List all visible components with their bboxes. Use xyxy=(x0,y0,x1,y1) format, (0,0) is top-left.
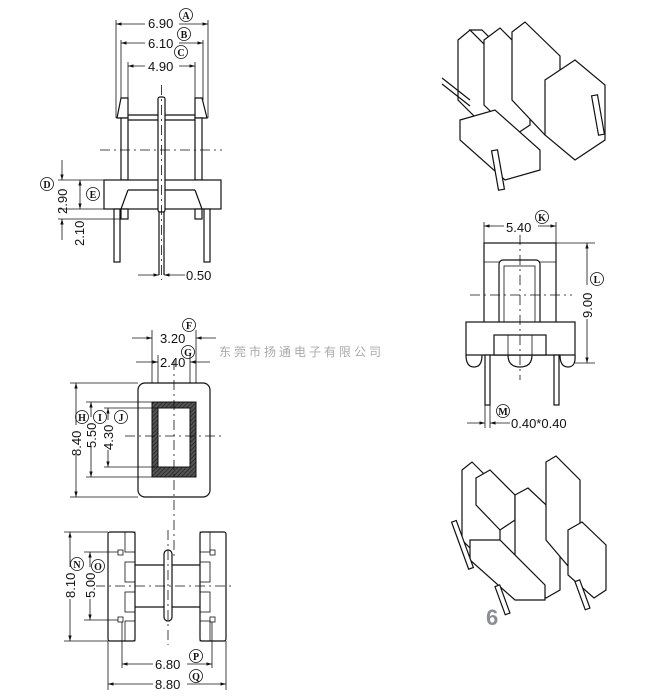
callout-f: F xyxy=(182,318,196,332)
callout-m: M xyxy=(496,404,510,418)
callout-b: B xyxy=(177,27,191,41)
callout-e: E xyxy=(86,187,100,201)
svg-text:A: A xyxy=(182,11,190,22)
dim-c-value: 4.90 xyxy=(148,59,173,74)
svg-text:N: N xyxy=(73,560,81,571)
svg-text:B: B xyxy=(181,30,188,41)
dim-j-value: 4.30 xyxy=(101,425,116,450)
dim-k-value: 5.40 xyxy=(506,220,531,235)
isometric-view-top xyxy=(441,21,606,191)
bottom-view: 8.10 5.00 N O 6.80 8.80 P Q xyxy=(63,530,235,692)
callout-i: I xyxy=(93,410,107,424)
pin-right xyxy=(203,208,211,263)
svg-text:F: F xyxy=(186,321,192,332)
callout-l: L xyxy=(590,272,604,286)
dim-d-value: 2.90 xyxy=(55,189,70,214)
dim-f-value: 3.20 xyxy=(160,331,185,346)
dim-q-value: 8.80 xyxy=(155,677,180,692)
svg-text:G: G xyxy=(184,348,192,359)
watermark-company-text: 东莞市扬通电子有限公司 xyxy=(219,344,384,359)
callout-c: C xyxy=(174,45,188,59)
dim-n-value: 8.10 xyxy=(63,573,78,598)
section-view: 3.20 2.40 F G 8.40 5.50 4.30 H I J xyxy=(69,318,222,560)
svg-text:H: H xyxy=(78,413,86,424)
dim-h-value: 8.40 xyxy=(69,431,84,456)
dim-g-value: 2.40 xyxy=(160,355,185,370)
svg-text:E: E xyxy=(90,190,97,201)
dim-a-value: 6.90 xyxy=(148,16,173,31)
svg-text:L: L xyxy=(594,275,601,286)
svg-text:O: O xyxy=(94,562,102,573)
svg-text:M: M xyxy=(498,407,508,418)
callout-h: H xyxy=(75,410,89,424)
callout-q: Q xyxy=(189,669,203,683)
svg-text:Q: Q xyxy=(192,672,200,683)
dim-b-value: 6.10 xyxy=(148,36,173,51)
callout-n: N xyxy=(70,557,84,571)
callout-a: A xyxy=(179,8,193,22)
callout-d: D xyxy=(40,177,54,191)
svg-text:P: P xyxy=(193,652,199,663)
isometric-view-bottom xyxy=(450,455,607,616)
callout-j: J xyxy=(114,410,128,424)
page-number: 6 xyxy=(486,605,498,630)
svg-text:K: K xyxy=(538,213,546,224)
dim-i-value: 5.50 xyxy=(84,423,99,448)
callout-p: P xyxy=(189,649,203,663)
svg-text:C: C xyxy=(177,48,184,59)
svg-text:I: I xyxy=(98,413,102,424)
dim-l-value: 9.00 xyxy=(580,293,595,318)
callout-o: O xyxy=(91,559,105,573)
dim-e-value: 2.10 xyxy=(72,221,87,246)
dim-o-value: 5.00 xyxy=(83,573,98,598)
svg-text:J: J xyxy=(119,413,124,424)
dim-p-value: 6.80 xyxy=(155,657,180,672)
pin-width-value: 0.50 xyxy=(186,268,211,283)
front-view: 6.90 A 6.10 B 4.90 C 0.50 xyxy=(40,8,222,283)
callout-g: G xyxy=(181,345,195,359)
callout-k: K xyxy=(535,210,549,224)
pin-left xyxy=(113,208,121,263)
dim-m-value: 0.40*0.40 xyxy=(511,416,567,431)
svg-text:D: D xyxy=(43,180,50,191)
side-view: 5.40 K 9.00 L 0.40*0.40 M xyxy=(465,210,604,431)
